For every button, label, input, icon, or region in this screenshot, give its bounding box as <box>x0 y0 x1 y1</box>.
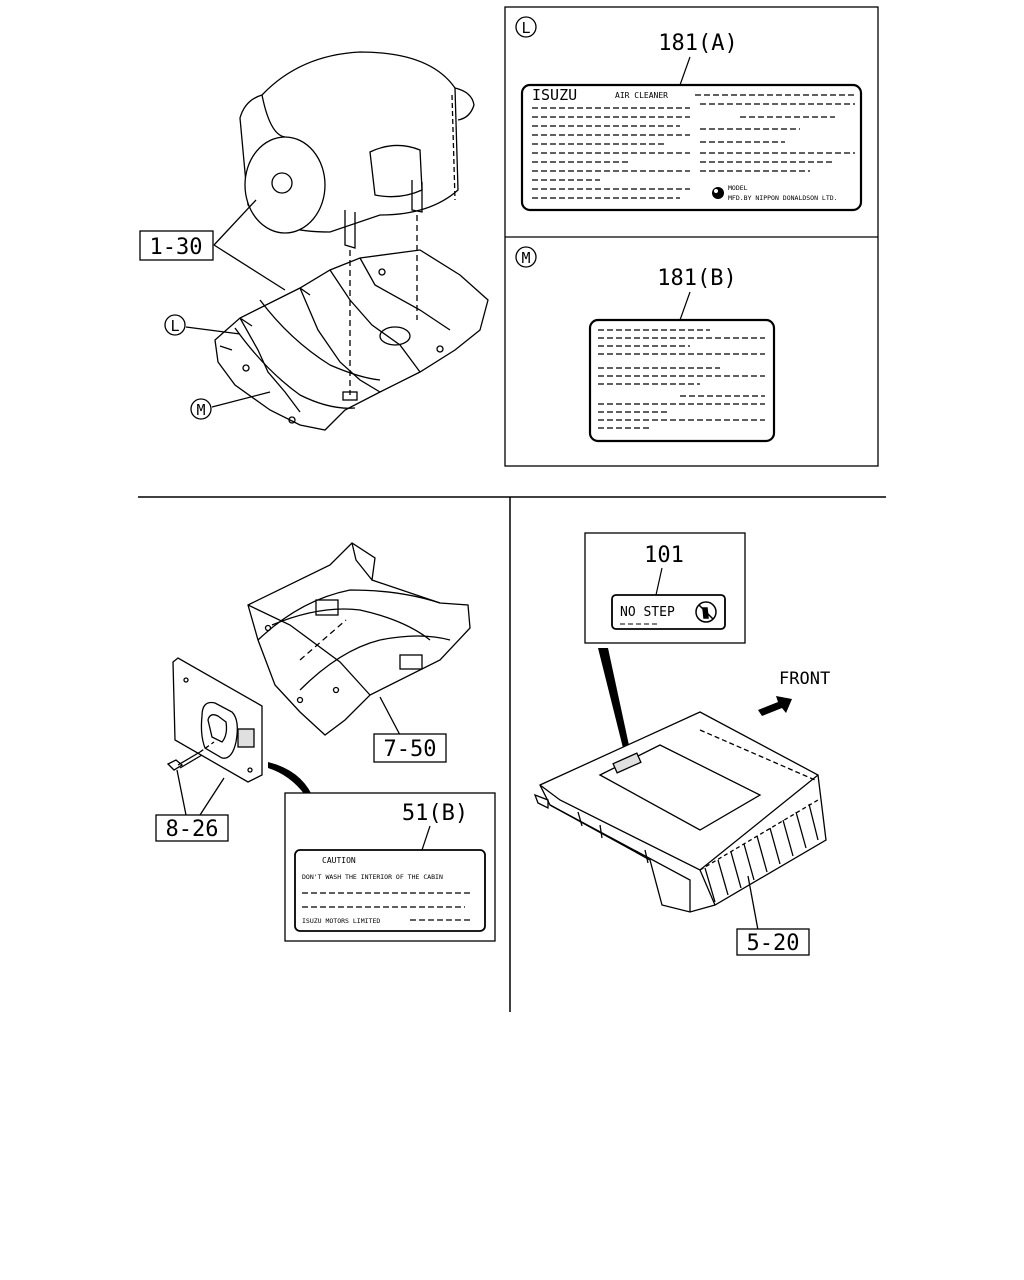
callout-7-50: 7-50 <box>373 733 447 763</box>
caution-label-panel: 51(B) CAUTION DON'T WASH THE INTERIOR OF… <box>284 792 496 942</box>
caution-label-51b <box>294 849 486 932</box>
label-a-product: AIR CLEANER <box>615 91 668 100</box>
panel-m-marker: M <box>521 249 530 267</box>
label-b-fine-print <box>598 329 765 429</box>
front-indicator: FRONT <box>758 669 830 716</box>
panel-l-marker: L <box>521 19 530 37</box>
front-arrow-icon <box>758 696 792 716</box>
caution-pointer <box>268 762 312 795</box>
caution-fine-print <box>302 892 470 921</box>
callout-7-50-text: 7-50 <box>384 737 437 762</box>
no-step-text: NO STEP <box>620 605 675 620</box>
no-step-label-101 <box>611 594 726 630</box>
step-pointer <box>598 648 630 752</box>
callout-5-20-text: 5-20 <box>747 931 800 956</box>
label-a-model: MODEL <box>728 184 748 192</box>
front-text: FRONT <box>779 669 830 689</box>
air-cleaner-assembly <box>185 51 489 431</box>
panel-m: M 181(B) <box>515 246 776 443</box>
step-ref: 101 <box>644 543 684 568</box>
caution-line1: DON'T WASH THE INTERIOR OF THE CABIN <box>302 873 443 881</box>
caution-heading: CAUTION <box>322 856 356 865</box>
callout-5-20: 5-20 <box>736 928 810 956</box>
panel-l: L 181(A) ISUZU AIR CLEANER <box>515 16 863 212</box>
caution-ref: 51(B) <box>402 801 468 826</box>
callout-1-30: 1-30 <box>139 230 214 261</box>
air-cleaner-label-181b <box>588 318 776 443</box>
marker-m: M <box>190 398 212 420</box>
step-label-panel: 101 NO STEP <box>584 532 746 644</box>
label-a-maker: MFD.BY NIPPON DONALDSON LTD. <box>728 194 838 202</box>
label-a-brand: ISUZU <box>532 86 577 104</box>
label-a-ref: 181(A) <box>658 31 737 56</box>
marker-l: L <box>164 314 186 336</box>
label-b-ref: 181(B) <box>657 266 736 291</box>
marker-m-text: M <box>196 401 205 419</box>
callout-1-30-text: 1-30 <box>150 235 203 260</box>
cabin-floor-assembly <box>166 542 471 816</box>
label-a-fine-print <box>532 94 855 199</box>
no-step-icon <box>695 601 717 623</box>
caution-company: ISUZU MOTORS LIMITED <box>302 917 380 925</box>
marker-l-text: L <box>170 317 179 335</box>
section-dividers <box>138 496 886 1012</box>
label-detail-frame <box>504 6 879 467</box>
air-cleaner-label-181a <box>520 83 863 212</box>
donaldson-logo-icon <box>712 187 724 199</box>
callout-8-26-text: 8-26 <box>166 817 219 842</box>
battery-cover <box>533 711 827 931</box>
callout-8-26: 8-26 <box>155 814 229 842</box>
